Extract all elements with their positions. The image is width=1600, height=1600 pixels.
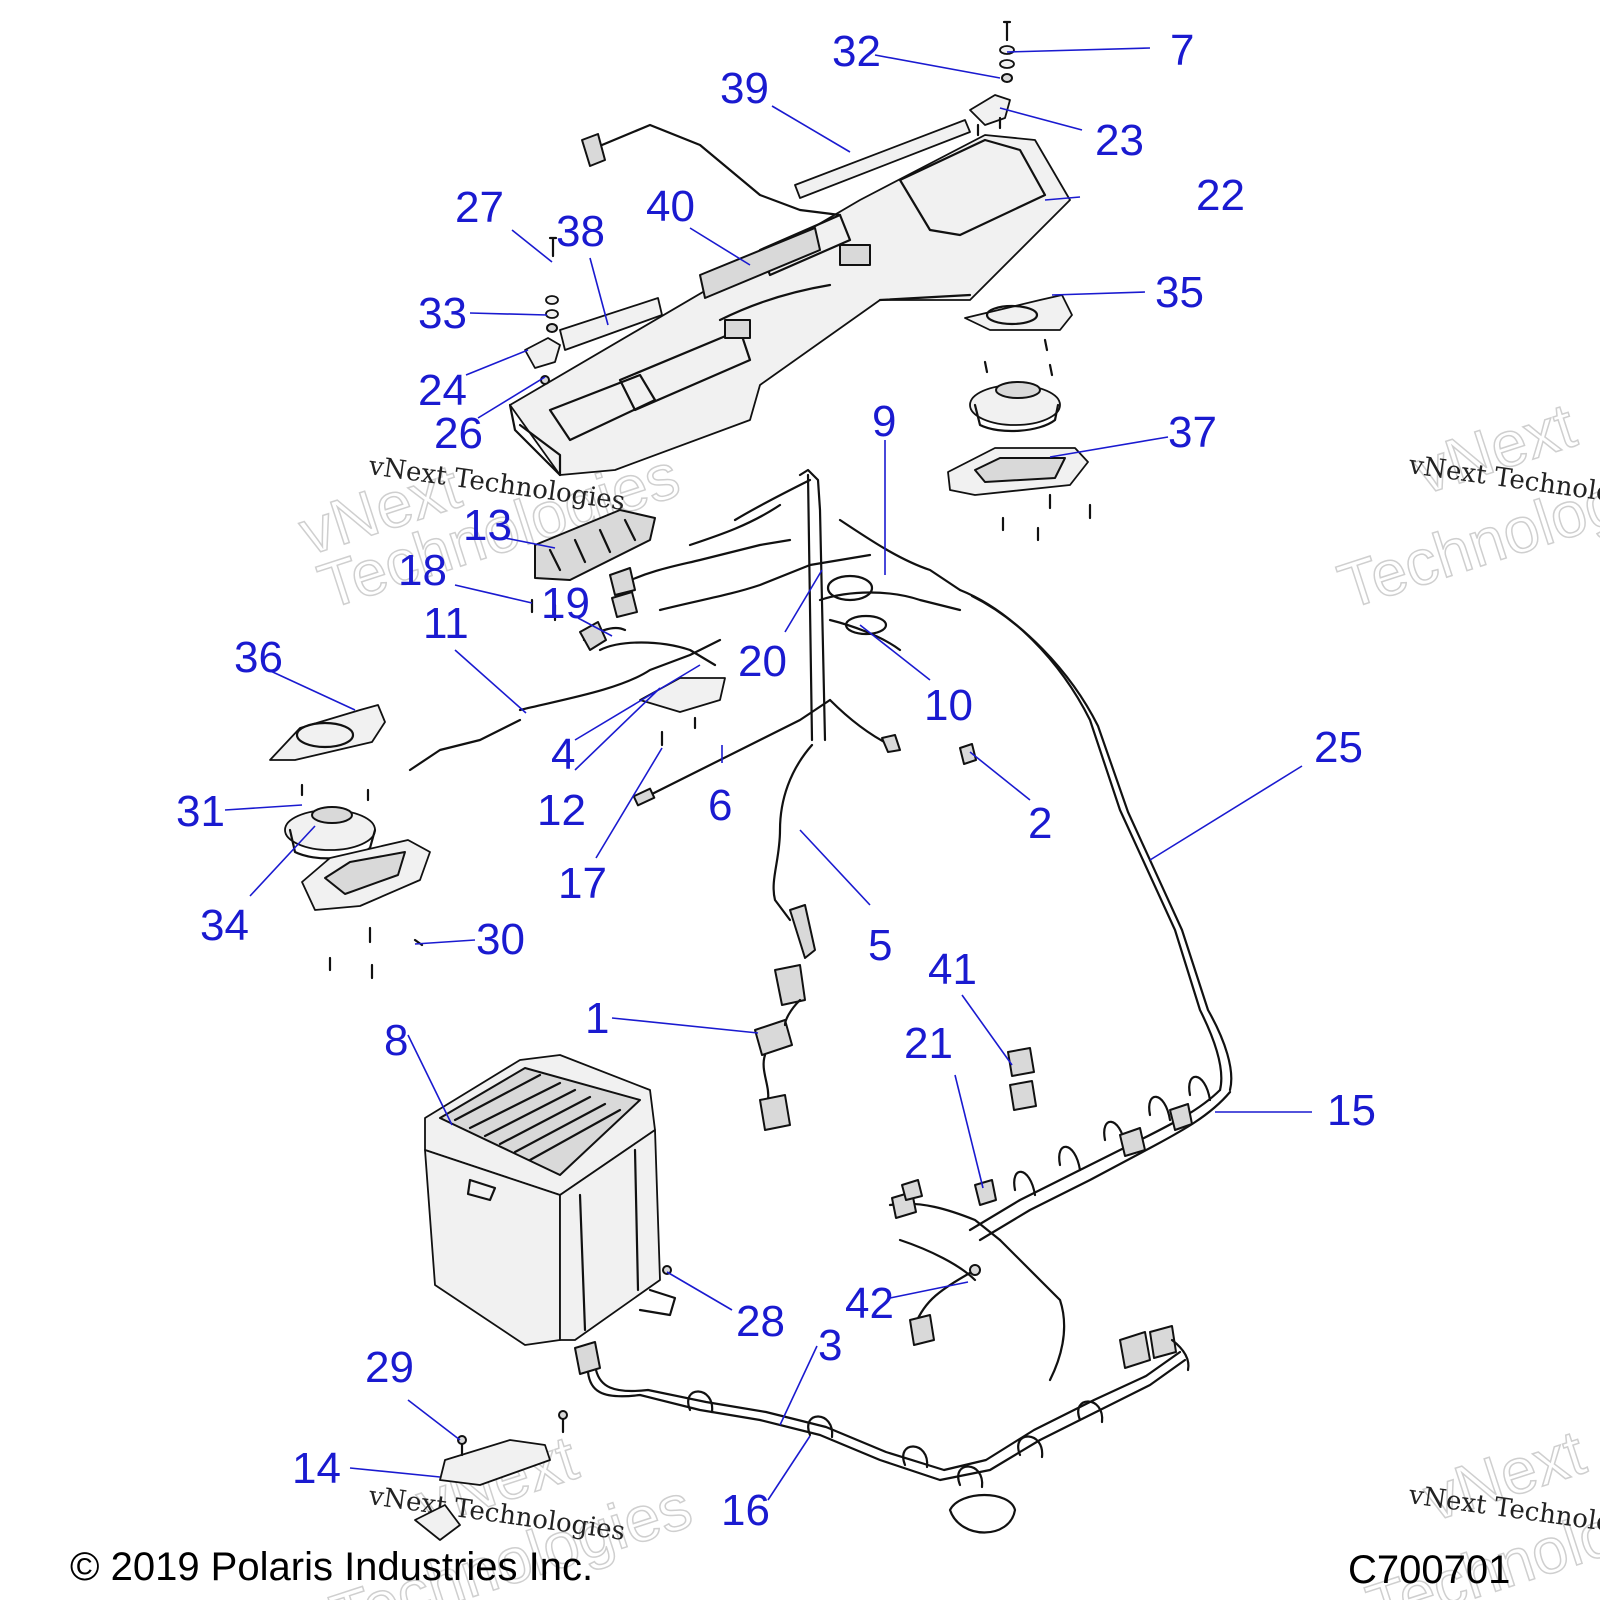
callout-37: 37: [1168, 408, 1217, 457]
speaker-adapter-left: [269, 704, 386, 761]
callout-39: 39: [720, 64, 769, 113]
control-module: [639, 677, 726, 747]
callout-32: 32: [832, 27, 881, 76]
speaker-right: [969, 338, 1061, 433]
speaker-grille-left: [301, 839, 431, 980]
callout-9: 9: [872, 397, 896, 446]
callout-23: 23: [1095, 116, 1144, 165]
callout-40: 40: [646, 182, 695, 231]
callout-13: 13: [463, 501, 512, 550]
cable-top: [588, 123, 842, 217]
callout-4: 4: [551, 730, 575, 779]
callout-33: 33: [418, 289, 467, 338]
speaker-left: [284, 783, 377, 860]
callout-42: 42: [845, 1279, 894, 1328]
callout-22: 22: [1196, 171, 1245, 220]
watermark-group: vNext Technologies vNext Technologies vN…: [290, 388, 1600, 1600]
callout-18: 18: [398, 546, 447, 595]
callout-26: 26: [434, 409, 483, 458]
callout-8: 8: [384, 1016, 408, 1065]
callout-30: 30: [476, 915, 525, 964]
callout-5: 5: [868, 921, 892, 970]
callout-11: 11: [423, 599, 469, 648]
decal-strip-38: [559, 297, 663, 351]
copyright-text: © 2019 Polaris Industries Inc.: [70, 1545, 593, 1589]
callout-38: 38: [556, 207, 605, 256]
callout-36: 36: [234, 633, 283, 682]
decal-strip-40: [699, 227, 821, 299]
lower-bracket: [414, 1410, 568, 1541]
connector-pair-41: [1007, 1047, 1037, 1111]
callout-28: 28: [736, 1297, 785, 1346]
callout-10: 10: [924, 681, 973, 730]
callout-15: 15: [1327, 1086, 1376, 1135]
leader-lines: [224, 47, 1312, 1501]
callout-2: 2: [1028, 799, 1052, 848]
callout-17: 17: [558, 859, 607, 908]
callout-12: 12: [537, 786, 586, 835]
floor-harness: [574, 1325, 1190, 1534]
fastener-stack-left: [524, 236, 561, 385]
callout-29: 29: [365, 1343, 414, 1392]
callout-20: 20: [738, 637, 787, 686]
overhead-console-tray: [508, 134, 1071, 477]
callout-7: 7: [1170, 26, 1194, 75]
parts-artwork: [269, 20, 1233, 1541]
callout-34: 34: [200, 901, 249, 950]
switch-bank: [530, 509, 656, 622]
callout-21: 21: [904, 1019, 953, 1068]
callout-14: 14: [292, 1444, 341, 1493]
speaker-grille-right: [947, 447, 1092, 542]
relay-connector-group: [754, 964, 806, 1131]
cable-top-plug: [581, 133, 606, 167]
fastener-stack-right: [969, 20, 1015, 137]
callout-27: 27: [455, 183, 504, 232]
decal-strip-39: [794, 119, 971, 199]
storage-box: [424, 1054, 677, 1346]
callout-31: 31: [176, 787, 225, 836]
callout-41: 41: [928, 945, 977, 994]
figure-code: C700701: [1348, 1548, 1510, 1592]
callout-35: 35: [1155, 268, 1204, 317]
callout-16: 16: [721, 1486, 770, 1535]
callout-24: 24: [418, 366, 467, 415]
lower-harness-branch: [888, 1179, 1066, 1382]
connector-2: [959, 743, 977, 765]
callout-19: 19: [541, 579, 590, 628]
callout-6: 6: [708, 781, 732, 830]
callout-25: 25: [1314, 723, 1363, 772]
main-harness: [408, 468, 962, 959]
roof-harness: [958, 588, 1233, 1242]
callout-3: 3: [818, 1321, 842, 1370]
callouts: 1 2 3 4 5 6 7 8 9 10 11 12 13 14 15 16 1…: [176, 26, 1376, 1535]
callout-1: 1: [585, 994, 609, 1043]
